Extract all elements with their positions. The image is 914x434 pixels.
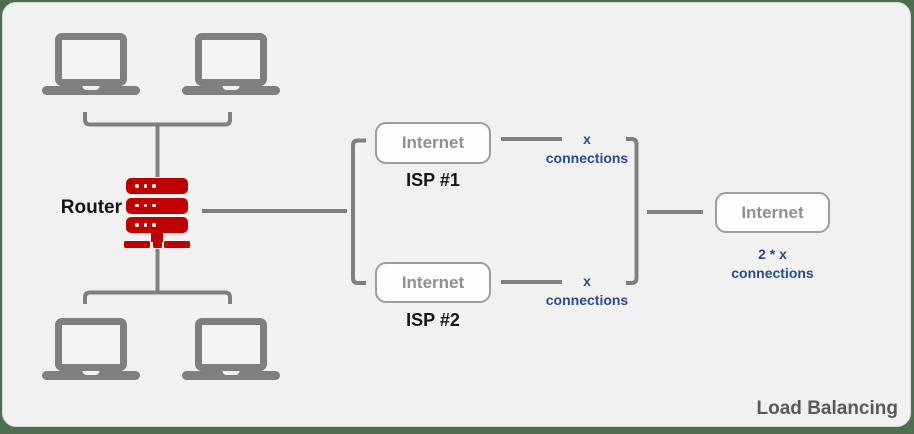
router-label: Router [60,197,122,218]
diagram-title: Load Balancing [756,398,898,419]
isp2-internet-node: Internet [375,262,491,303]
isp2-capacity-label: x connections [545,273,629,308]
isp1-capacity-label: x connections [545,131,629,166]
combined-internet-node: Internet [715,192,830,233]
split-bracket [351,138,366,285]
laptop-icon [182,318,280,380]
isp1-name-label: ISP #1 [406,170,460,190]
laptop-icon [182,33,280,95]
top-fork-line [83,112,232,177]
isp1-internet-node: Internet [375,122,491,164]
router-icon [124,178,190,249]
laptop-icon [42,318,140,380]
combined-capacity-label: 2 * x connections [731,246,814,281]
bottom-fork-line [83,249,232,304]
isp2-name-label: ISP #2 [406,310,460,330]
laptop-icon [42,33,140,95]
